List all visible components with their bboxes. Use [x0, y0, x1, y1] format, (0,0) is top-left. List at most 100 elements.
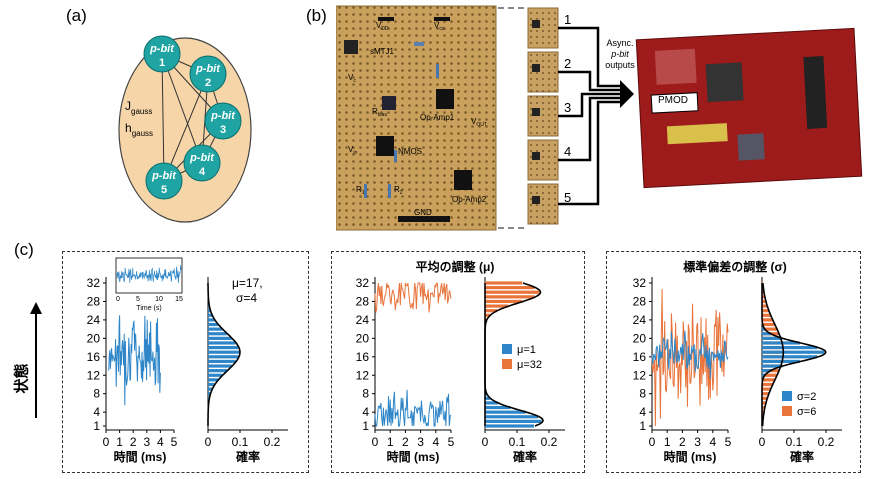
- legend-label-mu1: μ=1: [517, 344, 536, 356]
- hist-bar: [208, 327, 223, 331]
- channel-4-label: 4: [564, 144, 571, 159]
- p-bit-network-diagram: p-bit 1 p-bit 2 p-bit 3 p-bit 4 p-bit 5 …: [118, 35, 252, 223]
- hist-bar: [208, 373, 223, 377]
- time-tick-label: 3: [143, 435, 150, 449]
- y-tick-label: 24: [87, 313, 101, 327]
- hist-bar: [208, 378, 219, 382]
- prob-axis-label: 確率: [236, 449, 260, 464]
- hist-bar: [485, 396, 491, 400]
- hist-bar: [485, 286, 535, 290]
- hist-bar: [208, 382, 215, 387]
- hist-bar: [762, 318, 773, 322]
- y-tick-label: 28: [356, 294, 370, 308]
- gaussian-fit-curve: [484, 283, 544, 427]
- output-wires: [558, 26, 622, 206]
- hist-bar: [762, 355, 818, 359]
- channel-1-label: 1: [564, 12, 571, 27]
- legend-label-mu32: μ=32: [517, 359, 542, 371]
- state-axis-arrow: [30, 302, 42, 418]
- hist-bar: [762, 295, 765, 299]
- y-tick-label: 24: [356, 313, 370, 327]
- y-tick-label: 4: [639, 405, 646, 419]
- hist-bar: [208, 322, 219, 327]
- svg-text:p-bit: p-bit: [610, 49, 629, 59]
- subplot-3-legend: σ=2 σ=6: [782, 391, 816, 418]
- p-bit-node-2: p-bit 2: [189, 55, 227, 93]
- hist-bar: [762, 405, 765, 410]
- svg-text:p-bit: p-bit: [151, 170, 177, 182]
- hist-bar: [485, 281, 523, 285]
- y-tick-label: 32: [87, 276, 101, 290]
- y-tick-label: 12: [356, 368, 370, 382]
- hist-bar: [762, 396, 768, 400]
- r2-label: R2: [394, 185, 403, 196]
- time-tick-label: 2: [679, 435, 686, 449]
- hist-bar: [208, 341, 236, 345]
- op-amp1-label: Op-Amp1: [420, 113, 455, 122]
- time-tick-label: 1: [664, 435, 671, 449]
- hist-bar: [208, 355, 239, 359]
- hist-bar: [762, 345, 818, 350]
- p-bit-node-4: p-bit 4: [183, 144, 221, 182]
- op-amp1-chip: [436, 89, 454, 109]
- rbias-label: Rbias: [372, 107, 387, 118]
- output-arrow: [620, 80, 634, 108]
- time-tick-label: 4: [432, 435, 439, 449]
- j-gauss-label: Jgauss: [125, 99, 152, 116]
- time-tick-label: 3: [694, 435, 701, 449]
- fpga-board-photo: PMOD: [635, 27, 863, 189]
- prob-axis-label: 確率: [513, 449, 537, 464]
- prob-tick-label: 0.1: [509, 435, 526, 449]
- vin-label: Vin: [348, 145, 357, 156]
- hist-bar: [762, 410, 764, 414]
- prob-tick-label: 0: [759, 435, 766, 449]
- time-tick-label: 1: [116, 435, 123, 449]
- hist-bar: [762, 350, 825, 354]
- prob-tick-label: 0.1: [786, 435, 803, 449]
- legend-label-sigma2: σ=2: [797, 391, 816, 403]
- panel-label-b: (b): [306, 6, 327, 25]
- hist-bar: [762, 341, 800, 345]
- hist-bar: [208, 392, 211, 396]
- panel-label-c: (c): [14, 240, 34, 259]
- subplot-1-annotation-sigma: σ=4: [236, 291, 257, 305]
- hist-bar: [208, 313, 213, 317]
- time-trace: [374, 282, 452, 313]
- time-trace-inset: 0 5 10 15 Time (s): [115, 257, 183, 312]
- channel-5-label: 5: [564, 190, 571, 205]
- channel-3-label: 3: [564, 100, 571, 115]
- hist-bar: [485, 392, 487, 396]
- svg-text:5: 5: [161, 184, 167, 196]
- prob-axis-label: 確率: [790, 449, 814, 464]
- y-tick-label: 16: [633, 350, 647, 364]
- hist-bar: [485, 401, 498, 405]
- time-tick-label: 0: [103, 435, 110, 449]
- legend-swatch-orange: [502, 359, 512, 369]
- svg-text:p-bit: p-bit: [189, 152, 215, 164]
- hist-bar: [485, 290, 540, 294]
- legend-swatch-blue: [502, 344, 512, 354]
- vdd-label: VDD: [376, 21, 389, 32]
- y-tick-label: 28: [633, 294, 647, 308]
- y-tick-label: 28: [87, 294, 101, 308]
- hist-bar: [762, 304, 768, 308]
- sampling-charts: μ=17, σ=4 0 5 10 15 Time (s) 32282420161…: [87, 257, 842, 464]
- time-tick-label: 0: [372, 435, 379, 449]
- y-tick-label: 8: [639, 387, 646, 401]
- time-tick-label: 5: [448, 435, 455, 449]
- state-axis-label: 状態: [13, 363, 31, 394]
- y-tick-label: 4: [362, 405, 369, 419]
- hist-bar: [762, 322, 775, 327]
- svg-text:1: 1: [159, 57, 165, 69]
- inset-tick-0: 0: [116, 296, 120, 303]
- hist-bar: [762, 309, 769, 313]
- prob-tick-label: 0.2: [818, 435, 835, 449]
- h-gauss-label: hgauss: [125, 121, 153, 138]
- hist-bar: [485, 424, 535, 428]
- hist-bar: [762, 327, 777, 331]
- time-tick-label: 0: [649, 435, 656, 449]
- time-tick-label: 3: [417, 435, 424, 449]
